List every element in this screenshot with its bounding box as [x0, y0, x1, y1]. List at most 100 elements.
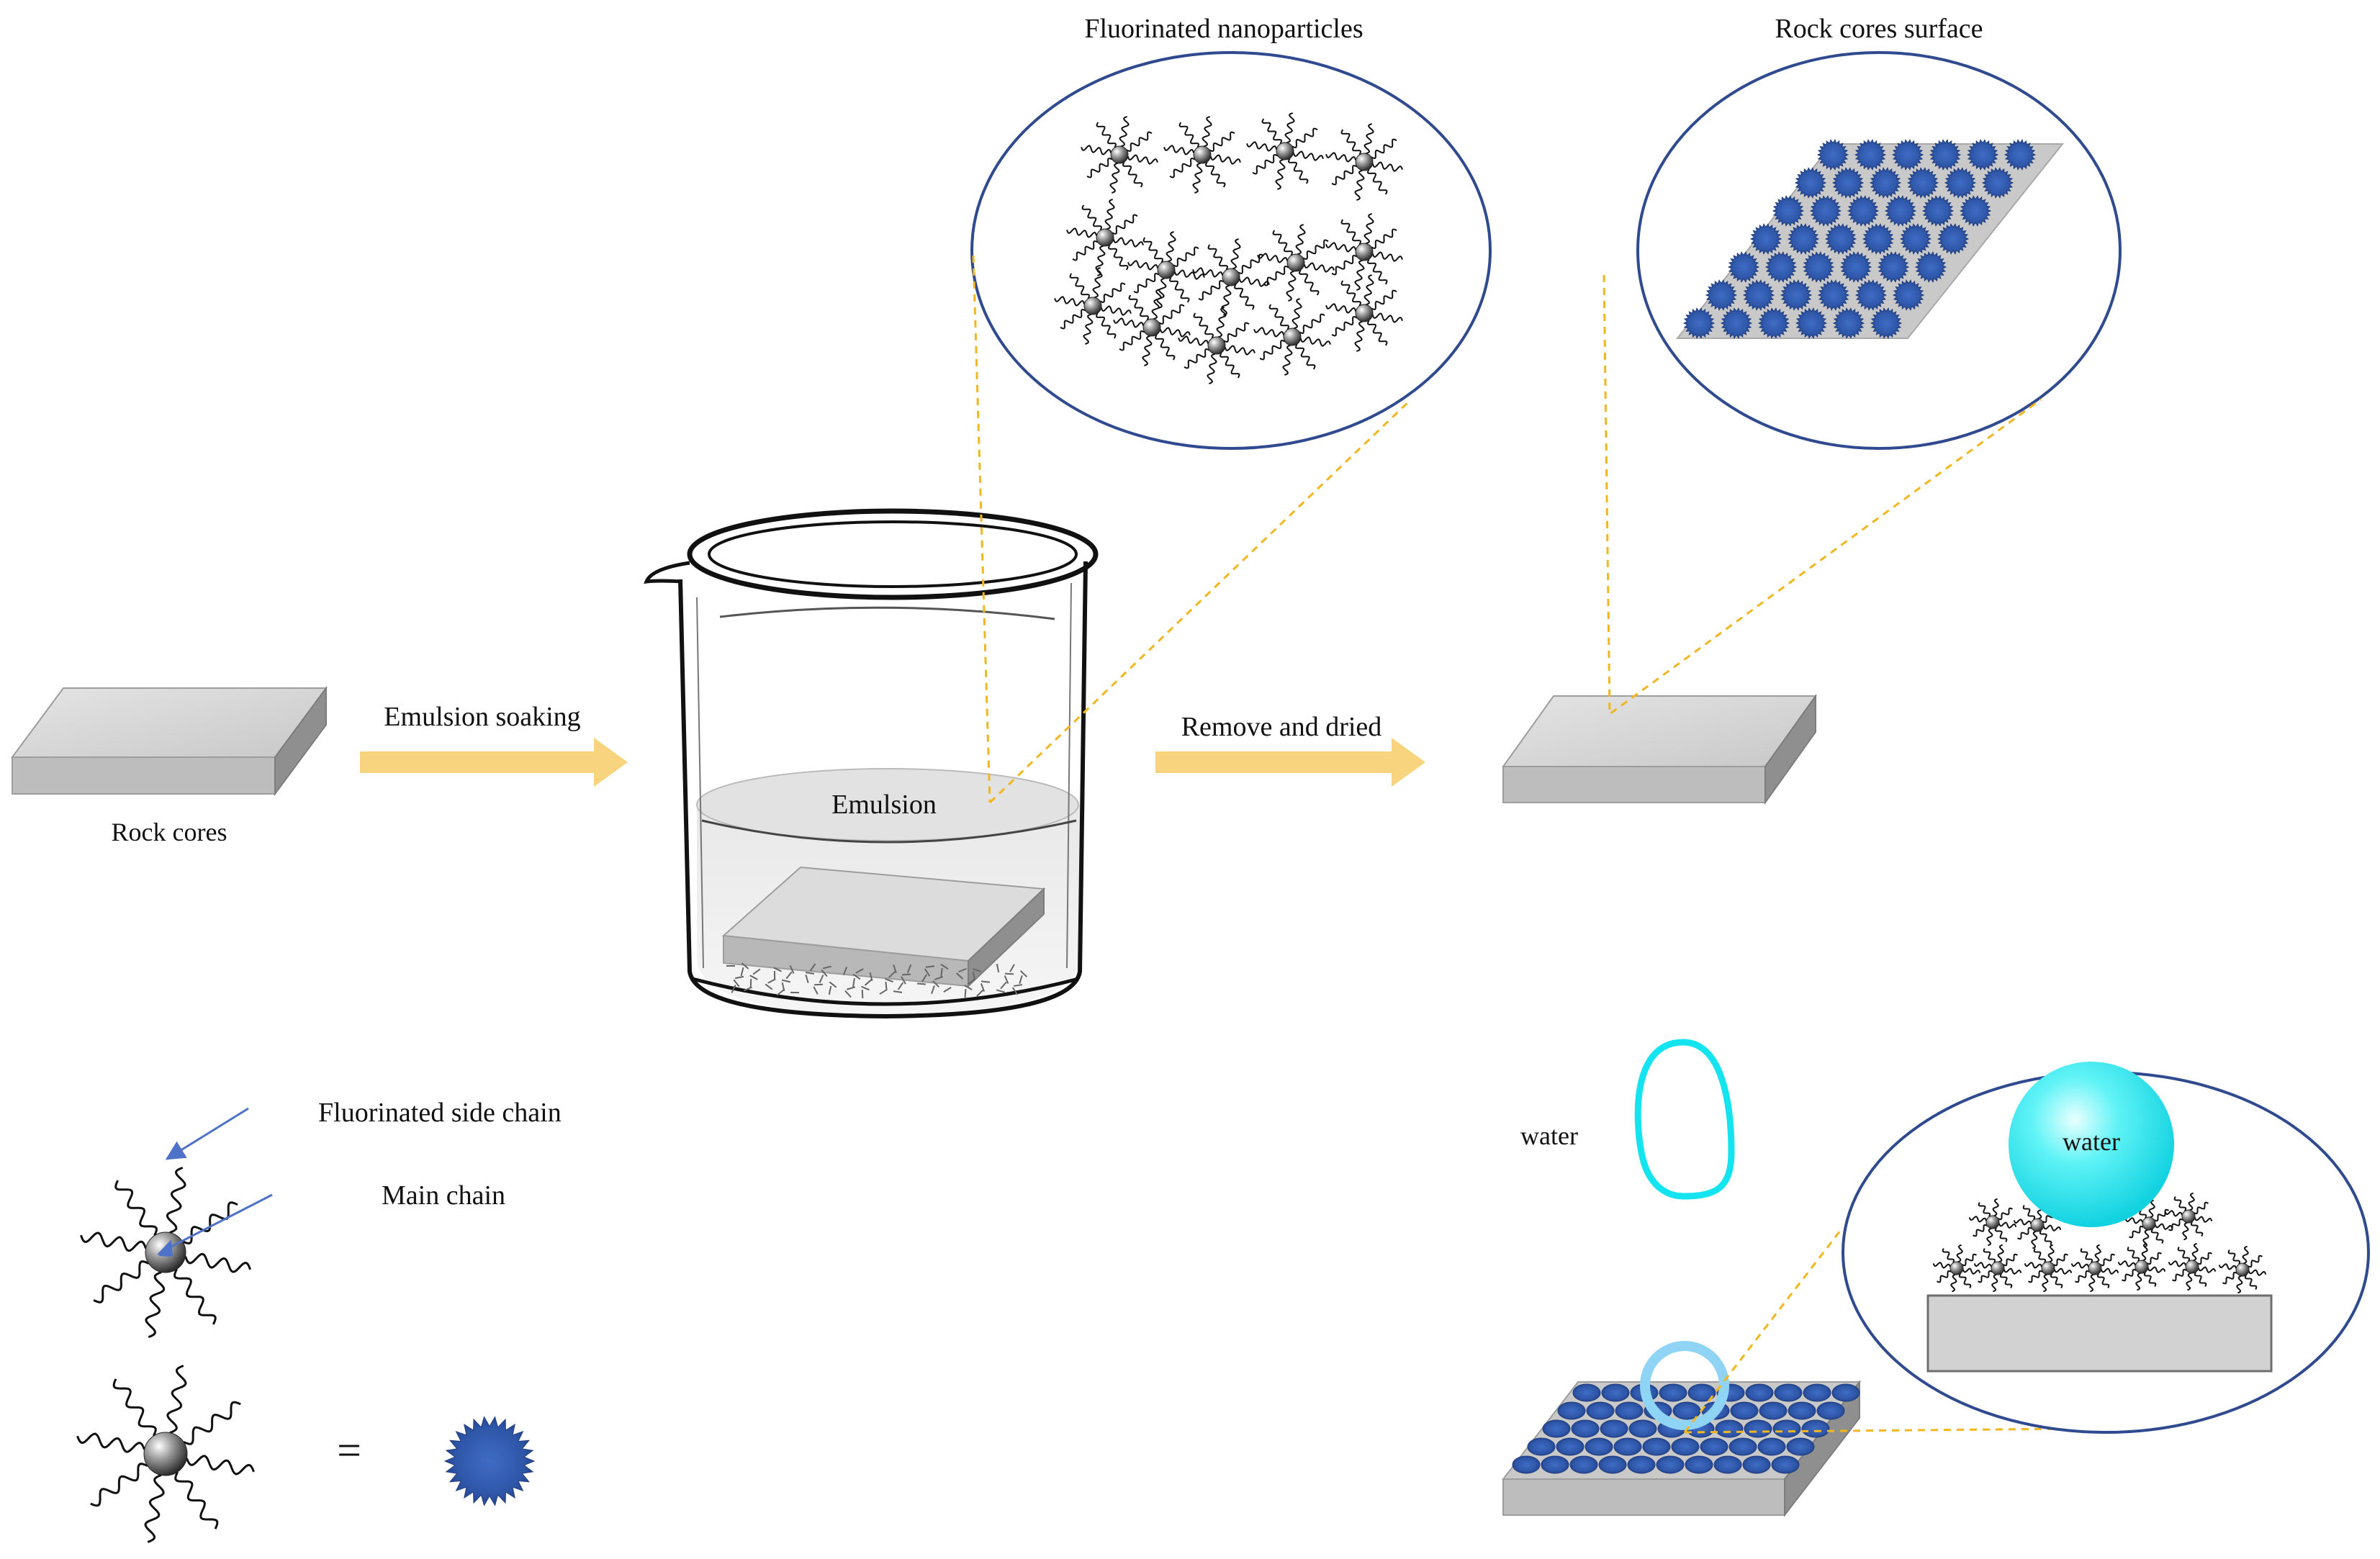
surface-particle-grid [1682, 139, 2037, 339]
blue-spiky-particle-icon [443, 1416, 536, 1506]
slab-particle [1671, 1437, 1700, 1456]
nanoparticle [1066, 199, 1144, 276]
slab-particle [1687, 1383, 1716, 1402]
slab-particle [1613, 1437, 1642, 1456]
emulsion-label: Emulsion [831, 790, 937, 820]
surface-particle [1906, 167, 1939, 199]
surface-particle [1757, 307, 1790, 339]
slab-particle [1542, 1419, 1571, 1438]
main-chain-pointer [166, 1193, 273, 1250]
nanoparticle [1973, 1244, 2022, 1293]
nanoparticle-cluster [1054, 112, 1403, 384]
surface-particle [1795, 307, 1828, 339]
surface-particle [1809, 195, 1842, 227]
surface-particle [1854, 279, 1888, 311]
slab-particle [1556, 1437, 1585, 1456]
slab-particle [1744, 1419, 1772, 1438]
slab-particle [1628, 1419, 1657, 1438]
surface-particle [1742, 279, 1775, 311]
slab-particle [1757, 1437, 1786, 1456]
nanoparticle [1246, 112, 1324, 190]
slab-particle [1572, 1383, 1601, 1402]
main-chain-pointer-head [157, 1239, 173, 1256]
slab-particle [1771, 1455, 1800, 1474]
surface-particle [1854, 139, 1887, 171]
slab-particle [1541, 1455, 1569, 1474]
nanoparticle [1054, 267, 1132, 345]
nanoparticle [2117, 1242, 2166, 1291]
nanoparticle [2218, 1245, 2267, 1294]
surface-particle [1794, 167, 1827, 199]
contact-substrate [1926, 1294, 2273, 1373]
surface-particle [1870, 307, 1903, 339]
slab-particle [1788, 1401, 1816, 1420]
surface-particle [1832, 307, 1865, 339]
side-chain-pointer [165, 1107, 249, 1160]
slab-particle [1685, 1455, 1713, 1474]
dried-rock-core-slab-icon [1502, 693, 1817, 805]
slab-particle [1786, 1437, 1815, 1456]
slab-particle [1759, 1401, 1788, 1420]
nanoparticle [1163, 116, 1241, 194]
fluorinated-nanoparticles-label: Fluorinated nanoparticles [1084, 14, 1363, 44]
slab-particle [1816, 1401, 1845, 1420]
slab-particle [1600, 1419, 1628, 1438]
rock-core-slab-icon [11, 685, 328, 797]
leader-line-contact [1683, 1226, 2074, 1434]
nanoparticle [2024, 1244, 2073, 1293]
surface-particle [1959, 195, 1992, 227]
blue-spiky-particle [443, 1416, 536, 1506]
slab-particle [1656, 1455, 1685, 1474]
rock-cores-surface-label: Rock cores surface [1775, 14, 1983, 44]
surface-particle [1764, 251, 1798, 283]
surface-particle [2003, 139, 2037, 171]
equals-sign: = [337, 1427, 361, 1474]
surface-particle [1929, 139, 1962, 171]
fluorinated-nanoparticle-icon-2 [76, 1365, 255, 1543]
main-chain-label: Main chain [382, 1180, 505, 1211]
surface-particle [1780, 279, 1813, 311]
surface-particle [1914, 251, 1947, 283]
surface-particle [1966, 139, 1999, 171]
surface-particle [1891, 139, 1924, 171]
surface-particle [1802, 251, 1835, 283]
surface-particle [1817, 279, 1850, 311]
slab-particle [1627, 1455, 1656, 1474]
nanoparticle [1127, 231, 1205, 309]
surface-particle [1705, 279, 1738, 311]
nanoparticle [1325, 274, 1403, 352]
slab-particle [1569, 1455, 1598, 1474]
nanoparticle [76, 1365, 255, 1543]
surface-particle [1720, 307, 1753, 339]
water-droplet-label: water [1520, 1121, 1578, 1150]
slab-particle [1642, 1437, 1671, 1456]
fluorinated-nanoparticle-icon [79, 1166, 252, 1339]
nanoparticle [1113, 289, 1191, 366]
nanoparticle [1253, 298, 1331, 376]
fluorinated-side-chain-label: Fluorinated side chain [318, 1098, 562, 1128]
slab-particle [1598, 1455, 1627, 1474]
surface-particle [1727, 251, 1760, 283]
slab-particle [1615, 1401, 1644, 1420]
nanoparticle [1968, 1198, 2017, 1247]
nanoparticle [1325, 213, 1403, 291]
surface-particle [1869, 167, 1902, 199]
slab-particle [1772, 1419, 1801, 1438]
surface-particle [1892, 279, 1925, 311]
surface-particle [1884, 195, 1917, 227]
slab-particle [1730, 1401, 1759, 1420]
surface-particle [1682, 307, 1716, 339]
nanoparticle [1257, 224, 1335, 302]
water-sphere-label: water [2063, 1127, 2120, 1156]
slab-particle [1713, 1455, 1742, 1474]
slab-particle [1728, 1437, 1757, 1456]
slab-particle [1527, 1437, 1556, 1456]
slab-particle [1557, 1401, 1586, 1420]
water-contact-ring [1640, 1341, 1729, 1430]
nanoparticle [79, 1166, 252, 1339]
emulsion-soaking-arrow [360, 738, 628, 787]
surface-particle [1921, 195, 1955, 227]
slab-particle [1715, 1419, 1744, 1438]
nanoparticles-zoom-circle [970, 51, 1492, 450]
